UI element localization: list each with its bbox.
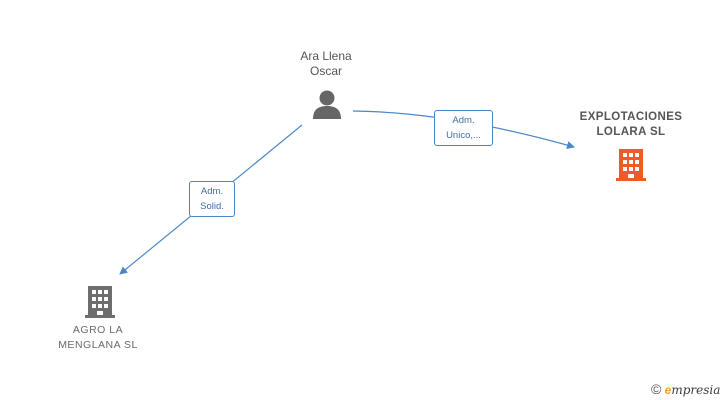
empresia-watermark: © empresia	[651, 381, 720, 397]
company-main-line1: EXPLOTACIONES	[579, 111, 683, 123]
person-name-line1: Ara Llena	[300, 49, 352, 63]
edge-label-line2: Solid.	[200, 201, 224, 212]
copyright-symbol: ©	[651, 381, 662, 397]
brand-name: mpresia	[671, 383, 721, 397]
brand-initial: e	[664, 383, 672, 397]
edge-label-line1: Adm.	[452, 115, 475, 126]
building-icon[interactable]	[615, 147, 647, 181]
person-name-line2: Oscar	[309, 64, 342, 78]
edge-label-line2: Unico,...	[446, 130, 481, 141]
company-main-label[interactable]: EXPLOTACIONES LOLARA SL	[560, 110, 702, 140]
edge-label-line1: Adm.	[200, 186, 224, 197]
edge-label-adm-solid[interactable]: Adm. Solid.	[189, 181, 235, 217]
company-main-line2: LOLARA SL	[596, 126, 666, 138]
company-sub-label[interactable]: AGRO LA MENGLANA SL	[40, 323, 156, 353]
edge-label-adm-unico[interactable]: Adm. Unico,...	[434, 110, 493, 146]
person-name-label[interactable]: Ara Llena Oscar	[276, 49, 376, 79]
building-icon[interactable]	[84, 284, 116, 318]
company-sub-line1: AGRO LA	[72, 324, 124, 336]
company-sub-line2: MENGLANA SL	[58, 339, 138, 351]
person-icon[interactable]	[311, 89, 343, 119]
